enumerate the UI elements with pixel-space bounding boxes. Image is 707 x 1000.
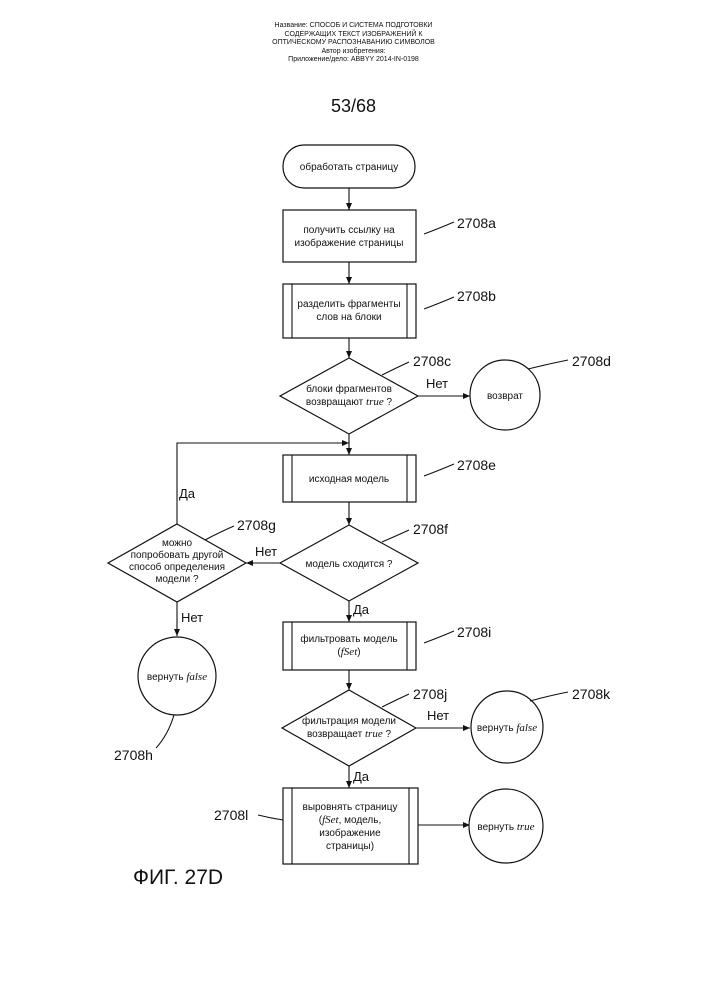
edge-label-f-yes: Да — [353, 602, 370, 617]
node-2708h-label: вернуть false — [147, 671, 207, 683]
node-2708d: возврат — [470, 360, 540, 430]
ref-2708c: 2708c — [413, 353, 451, 369]
ref-2708b: 2708b — [457, 288, 496, 304]
figure-label: ФИГ. 27D — [133, 866, 223, 889]
node-2708e-label: исходная модель — [309, 474, 389, 485]
ref-2708h: 2708h — [114, 747, 153, 763]
edge-label-j-no: Нет — [427, 708, 449, 723]
node-start-label: обработать страницу — [300, 161, 398, 173]
node-2708c: блоки фрагментов возвращают true ? — [280, 358, 418, 434]
node-2708e: исходная модель — [283, 455, 416, 502]
edge-label-j-yes: Да — [353, 769, 370, 784]
node-2708i: фильтровать модель (fSet) — [283, 622, 416, 670]
node-2708d-label: возврат — [487, 391, 523, 402]
node-2708j-line-1: фильтрация модели — [302, 715, 396, 727]
node-2708k-label: вернуть false — [477, 722, 537, 734]
node-start: обработать страницу — [283, 145, 415, 188]
node-end: вернуть true — [469, 789, 543, 863]
node-2708g-line-1: можно — [162, 538, 193, 549]
edge-label-c-no: Нет — [426, 376, 448, 391]
leader-2708l — [258, 815, 283, 820]
node-2708i-line-2: (fSet) — [337, 646, 360, 658]
leader-2708f — [382, 530, 409, 542]
node-2708g-line-4: модели ? — [155, 574, 198, 585]
leader-2708d — [528, 360, 568, 369]
ref-2708k: 2708k — [572, 686, 611, 702]
leader-2708j — [382, 694, 409, 707]
node-2708a-line-1: получить ссылку на — [303, 225, 395, 236]
node-2708l-line-4: страницы) — [326, 841, 374, 852]
node-2708b-line-2: слов на блоки — [316, 311, 381, 323]
node-2708b: разделить фрагменты слов на блоки — [283, 284, 416, 338]
node-2708a: получить ссылку на изображение страницы — [283, 210, 416, 262]
node-2708c-line-2: возвращают true ? — [306, 396, 393, 408]
ref-2708g: 2708g — [237, 517, 276, 533]
edge-label-g-no: Нет — [181, 610, 203, 625]
node-2708l-line-2: (fSet, модель, — [319, 814, 382, 826]
leader-2708k — [530, 692, 568, 701]
node-2708l: выровнять страницу (fSet, модель, изобра… — [283, 788, 418, 864]
node-2708l-line-3: изображение — [319, 827, 381, 839]
leader-2708i — [424, 631, 454, 643]
node-2708g-line-3: способ определения — [129, 561, 225, 573]
edge-label-f-no: Нет — [255, 544, 277, 559]
node-2708k: вернуть false — [471, 691, 543, 763]
ref-2708d: 2708d — [572, 353, 611, 369]
node-2708c-line-1: блоки фрагментов — [306, 383, 392, 395]
node-2708j-line-2: возвращает true ? — [307, 728, 392, 740]
node-2708b-line-1: разделить фрагменты — [297, 298, 400, 310]
node-2708a-line-2: изображение страницы — [295, 237, 404, 249]
leader-2708e — [424, 464, 454, 476]
node-2708i-line-1: фильтровать модель — [300, 633, 397, 645]
node-2708f-label: модель сходится ? — [306, 559, 393, 570]
ref-2708a: 2708a — [457, 215, 496, 231]
node-2708j: фильтрация модели возвращает true ? — [282, 690, 416, 766]
node-2708g-line-2: попробовать другой — [131, 549, 224, 561]
leader-2708a — [424, 222, 454, 234]
leader-2708b — [424, 297, 454, 309]
ref-2708l: 2708l — [214, 807, 248, 823]
ref-2708e: 2708e — [457, 457, 496, 473]
node-2708g: можно попробовать другой способ определе… — [108, 524, 246, 602]
node-2708l-line-1: выровнять страницу — [303, 802, 398, 813]
ref-2708i: 2708i — [457, 624, 491, 640]
ref-2708j: 2708j — [413, 686, 447, 702]
leader-2708g — [205, 526, 234, 540]
edge-label-g-yes: Да — [179, 486, 196, 501]
ref-2708f: 2708f — [413, 521, 448, 537]
leader-2708h — [156, 715, 174, 748]
node-end-label: вернуть true — [477, 821, 534, 833]
node-2708f: модель сходится ? — [280, 525, 418, 601]
leader-2708c — [382, 362, 409, 375]
node-2708h: вернуть false — [138, 637, 216, 715]
